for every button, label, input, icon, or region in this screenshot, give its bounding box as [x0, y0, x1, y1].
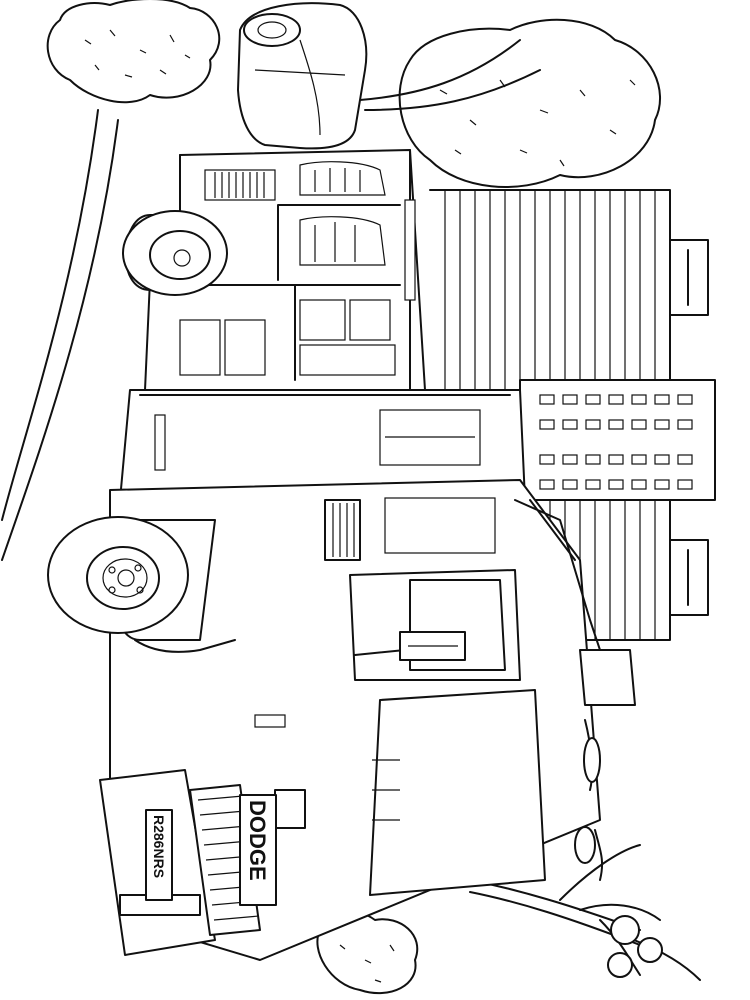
- roof-horns: [574, 649, 636, 881]
- parked-car: [237, 2, 368, 150]
- building-window: [654, 479, 670, 490]
- rear-wheel: [122, 210, 228, 296]
- building-window: [654, 419, 670, 430]
- tree-top-right: [359, 18, 661, 188]
- building-window: [654, 394, 670, 405]
- building-window: [654, 454, 670, 465]
- building-window: [585, 394, 601, 405]
- building-window: [585, 454, 601, 465]
- building-window: [585, 479, 601, 490]
- building-window: [562, 454, 578, 465]
- building-window: [677, 419, 693, 430]
- building-window: [631, 454, 647, 465]
- license-plate: R286NRS: [145, 809, 173, 901]
- equipment-gear: [179, 161, 396, 376]
- building-window: [677, 394, 693, 405]
- building-window: [562, 394, 578, 405]
- side-mirror: [354, 631, 466, 661]
- building-window: [608, 479, 624, 490]
- building-window: [539, 479, 555, 490]
- building-window: [631, 394, 647, 405]
- building-window: [677, 454, 693, 465]
- palm-tree-bottom: [469, 844, 701, 981]
- building-window: [539, 419, 555, 430]
- building-window: [562, 419, 578, 430]
- building-window: [562, 479, 578, 490]
- building-window: [608, 419, 624, 430]
- license-plate-text: R286NRS: [151, 815, 167, 878]
- building-window: [539, 454, 555, 465]
- hose-reel: [204, 169, 276, 201]
- building-window: [608, 394, 624, 405]
- building-window: [631, 419, 647, 430]
- front-wheel: [47, 516, 216, 641]
- building-window: [631, 479, 647, 490]
- building-window: [677, 479, 693, 490]
- building-window: [608, 454, 624, 465]
- building-window: [585, 419, 601, 430]
- fire-truck: DODGE R286NRS: [47, 149, 636, 961]
- brand-badge: DODGE: [239, 794, 277, 906]
- building-window: [539, 394, 555, 405]
- brand-name: DODGE: [245, 800, 270, 881]
- road-lines: [1, 109, 119, 561]
- tree-top-left: [46, 0, 221, 104]
- building-windows: [519, 379, 716, 501]
